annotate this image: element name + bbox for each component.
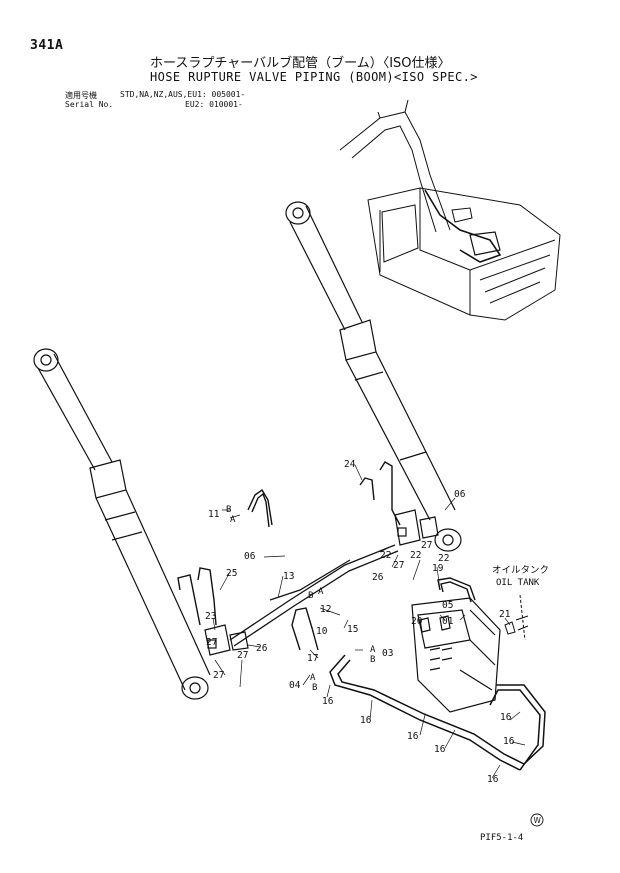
- callout-13: 13: [283, 571, 294, 582]
- control-valve: [411, 597, 501, 713]
- port-labels: B A B A A B A B: [226, 505, 376, 693]
- cross-pipe: [229, 544, 399, 647]
- rupture-valve-right: [394, 509, 439, 546]
- hose-11: [247, 488, 273, 528]
- page-number: 341A: [30, 38, 64, 53]
- callout-16g: 16: [487, 774, 499, 785]
- callout-11: 11: [208, 509, 220, 520]
- callout-04: 04: [289, 680, 301, 691]
- callout-23: 23: [205, 611, 216, 622]
- callout-16c: 16: [407, 731, 419, 742]
- callout-16f: 16: [503, 736, 515, 747]
- callout-16b: 16: [360, 715, 372, 726]
- callout-24: 24: [344, 459, 356, 470]
- port-b-04: B: [312, 683, 317, 693]
- oil-tank-edge: [504, 594, 529, 641]
- callout-22b: 22: [410, 550, 421, 561]
- callout-27c: 27: [213, 670, 224, 681]
- callout-16e: 16: [500, 712, 512, 723]
- callout-06b: 06: [454, 489, 466, 500]
- figure-code: PIF5-1-4: [480, 833, 523, 843]
- title-japanese: ホースラプチャーバルブ配管（ブーム）〈ISO仕様〉: [150, 56, 451, 71]
- serial-label: Serial No.: [65, 100, 114, 109]
- oil-tank-label-jp: オイルタンク: [492, 565, 549, 576]
- callout-17: 17: [307, 653, 318, 664]
- callout-26b: 26: [372, 572, 384, 583]
- callout-27d: 27: [421, 540, 432, 551]
- callout-16a: 16: [322, 696, 334, 707]
- oil-tank-label-en: OIL TANK: [496, 578, 540, 588]
- port-a-03: A: [370, 645, 376, 655]
- callout-16d: 16: [434, 744, 446, 755]
- right-boom-cylinder: [285, 201, 462, 552]
- port-b-03: B: [370, 655, 375, 665]
- excavator-inset: [339, 99, 561, 321]
- applicable-models: STD,NA,NZ,AUS,EU1: 005001-: [120, 90, 246, 99]
- callout-19: 19: [432, 563, 444, 574]
- serial-eu2: EU2: 010001-: [185, 100, 243, 109]
- callout-22a: 22: [380, 550, 391, 561]
- callout-27b: 27: [206, 637, 217, 648]
- part-callouts: 11 06 13 12 15 10 17 04 16 03 24 06 25 2…: [205, 459, 515, 785]
- hose-10: [291, 607, 319, 651]
- callout-26: 26: [256, 643, 268, 654]
- callout-27a: 27: [237, 650, 248, 661]
- callout-05: 05: [442, 600, 453, 611]
- region-mark: W: [534, 816, 542, 825]
- left-boom-cylinder: [33, 348, 211, 700]
- callout-25: 25: [226, 568, 237, 579]
- applicable-label: 適用号機: [65, 91, 97, 100]
- callout-21: 21: [499, 609, 511, 620]
- hose-24: [359, 461, 401, 526]
- callout-22c: 22: [438, 553, 449, 564]
- port-a-12: A: [318, 587, 324, 597]
- region-mark-circle: [530, 813, 544, 827]
- callout-27e: 27: [393, 560, 404, 571]
- port-b-11: B: [226, 505, 231, 515]
- leader-lines: [212, 464, 526, 779]
- callout-03: 03: [382, 648, 393, 659]
- port-b-12: B: [308, 591, 313, 601]
- hose-19: [437, 577, 476, 603]
- callout-01: 01: [442, 616, 454, 627]
- hose-25: [177, 567, 217, 626]
- callout-15: 15: [347, 624, 358, 635]
- port-a-04: A: [310, 673, 316, 683]
- callout-06: 06: [244, 551, 256, 562]
- hose-16: [329, 654, 546, 771]
- title-english: HOSE RUPTURE VALVE PIPING (BOOM)<ISO SPE…: [150, 70, 478, 84]
- callout-10: 10: [316, 626, 328, 637]
- port-a-11: A: [230, 515, 236, 525]
- callout-20: 20: [411, 616, 423, 627]
- rupture-valve-left: [204, 624, 249, 656]
- callout-12: 12: [320, 604, 331, 615]
